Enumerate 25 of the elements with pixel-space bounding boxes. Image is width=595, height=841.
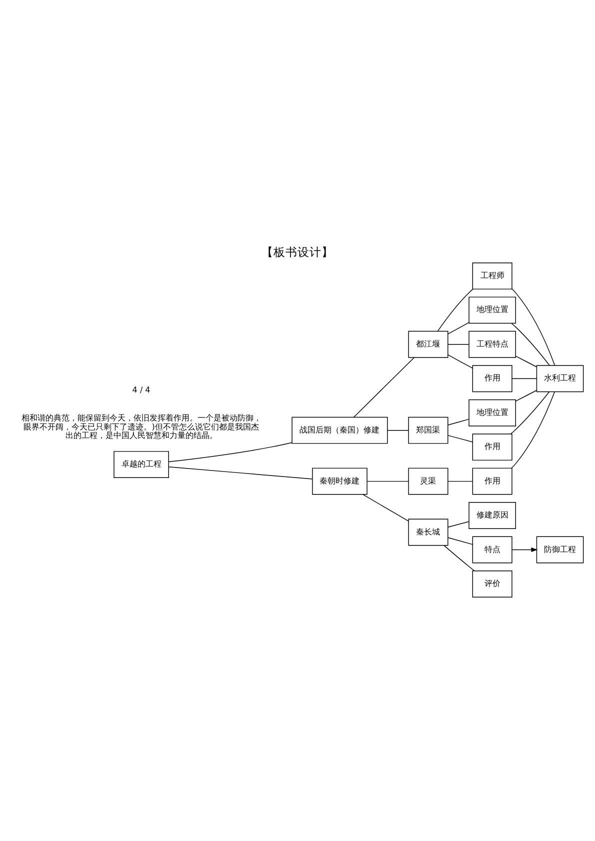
connector: [437, 288, 474, 332]
connector: [354, 357, 415, 418]
connector: [510, 391, 550, 434]
connector: [448, 521, 470, 528]
connector: [448, 418, 470, 426]
connector: [448, 435, 473, 442]
connector: [515, 390, 537, 402]
arrow: [512, 547, 538, 552]
connector: [387, 430, 409, 431]
connector: [362, 494, 409, 522]
connector: [366, 480, 409, 482]
connector: [512, 288, 556, 366]
connector: [168, 442, 292, 462]
connector: [168, 466, 313, 480]
connector: [448, 322, 470, 334]
connector: [511, 323, 550, 366]
connector: [448, 344, 470, 345]
connector: [511, 391, 555, 468]
connector: [512, 378, 537, 379]
connector: [448, 480, 473, 482]
connector: [448, 354, 473, 369]
connector: [444, 545, 475, 572]
connector: [448, 537, 473, 545]
connector: [515, 356, 537, 368]
diagram-title: 【板书设计】: [262, 245, 334, 260]
